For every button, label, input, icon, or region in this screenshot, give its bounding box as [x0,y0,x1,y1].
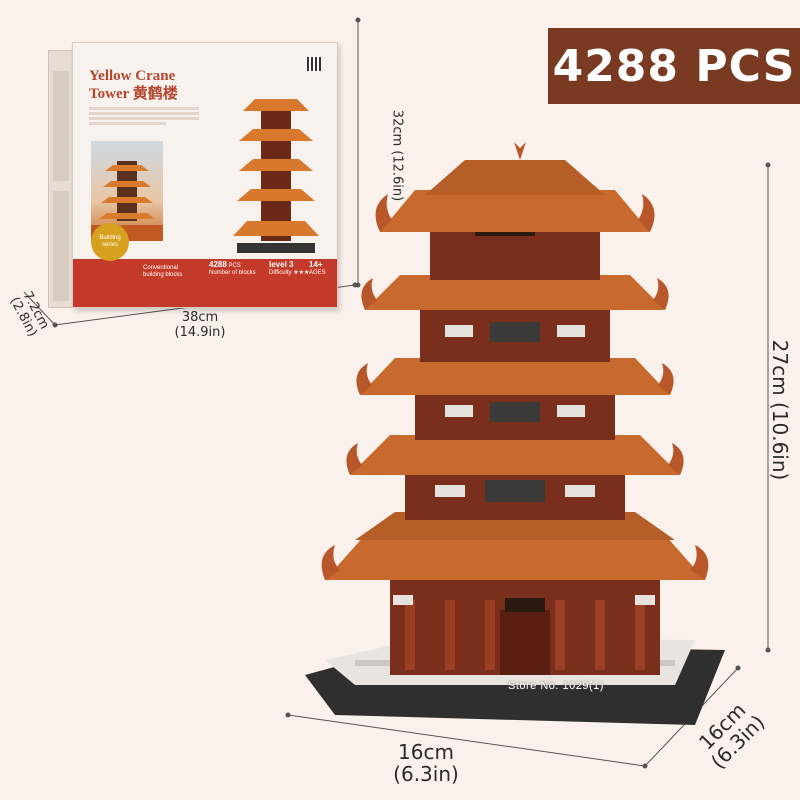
stat-age-value: 14+ [309,260,323,269]
stat-age-label: AGES [309,270,326,276]
piece-count-badge: 4288 PCS [548,28,800,104]
series-badge: Building series [91,223,129,261]
stat-count-value: 4288 [209,260,227,269]
box-width-cm: 38cm [181,310,219,325]
model-width-cm: 16cm [398,740,454,764]
stat-count: 4288 PCS Number of blocks [209,261,256,277]
stat-type: Conventional building blocks [143,265,182,279]
box-title: Yellow Crane Tower 黄鹤楼 [89,67,199,103]
box-title-line2: Tower 黄鹤楼 [89,86,178,102]
box-title-line1: Yellow Crane [89,68,176,84]
box-front-panel: Yellow Crane Tower 黄鹤楼 [72,42,338,308]
qr-code-icon [307,57,321,71]
stat-age: 14+ AGES [309,261,326,277]
stat-count-unit: PCS [228,263,241,269]
stat-level-label: Difficulty ★★★ [269,270,310,276]
product-box: Yellow Crane Tower 黄鹤楼 [48,42,340,310]
box-width-in: (14.9in) [174,325,226,340]
box-info-band [73,259,337,307]
stat-type-label: building blocks [143,272,183,278]
stat-level: level 3 Difficulty ★★★ [269,261,309,277]
model-width-in: (6.3in) [393,762,459,786]
tower-model [305,142,725,725]
model-width-label: 16cm (6.3in) [386,741,466,785]
box-description [89,105,199,127]
model-height-label: 27cm (10.6in) [768,339,792,481]
box-tower-illustration [233,99,319,253]
stat-count-label: Number of blocks [209,270,256,276]
stat-level-value: level 3 [269,260,294,269]
box-width-label: 38cm (14.9in) [170,310,230,340]
store-watermark: Store No. 1029(1) [508,680,604,692]
stat-type-value: Conventional [143,265,179,271]
